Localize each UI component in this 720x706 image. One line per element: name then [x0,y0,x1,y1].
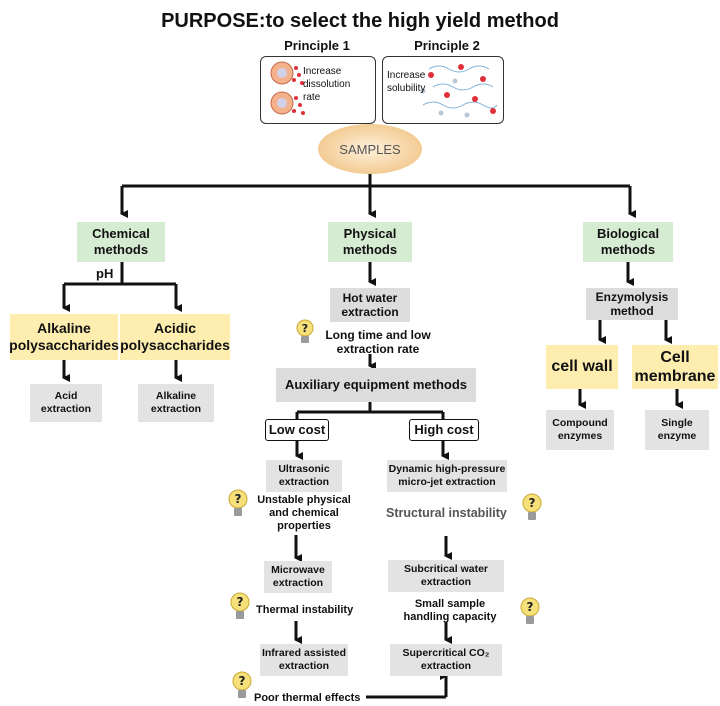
svg-text:?: ? [239,674,246,688]
question-bulb-icon: ? [228,489,248,516]
auxiliary-equipment-box: Auxiliary equipment methods [276,368,476,402]
cell-wall-box: cell wall [546,345,618,389]
svg-text:?: ? [302,322,308,335]
question-bulb-icon: ? [232,671,252,698]
svg-text:?: ? [527,600,534,614]
svg-text:?: ? [529,496,536,510]
svg-text:?: ? [235,492,242,506]
subcritical-issue-text: Small sample handling capacity [403,598,497,624]
low-cost-box: Low cost [265,419,329,441]
solubility-molecules-icon [420,64,498,118]
principle-1-box: Increase dissolution rate [260,56,376,124]
question-bulb-icon: ? [522,493,542,520]
question-bulb-icon: ? [296,319,314,343]
ultrasonic-issue-text: Unstable physical and chemical propertie… [257,494,351,533]
question-bulb-icon: ? [230,592,250,619]
dynamic-issue-text: Structural instability [386,506,507,520]
question-bulb-icon: ? [520,597,540,624]
ph-label: pH [96,266,114,281]
principle-1-label: Principle 1 [284,38,350,53]
microwave-issue-text: Thermal instability [256,604,354,616]
page-title: PURPOSE:to select the high yield method [161,10,559,32]
samples-node: SAMPLES [318,124,422,174]
principle-2-text: Increase solubility [387,70,426,94]
principle-2-label: Principle 2 [414,38,480,53]
dissolution-particles-icon [270,61,305,115]
high-cost-box: High cost [409,419,479,441]
principle-1-text: Increase dissolution rate [303,66,351,103]
principle-2-box: Increase solubility [382,56,504,124]
svg-text:?: ? [237,595,244,609]
infrared-issue-text: Poor thermal effects [254,692,361,704]
